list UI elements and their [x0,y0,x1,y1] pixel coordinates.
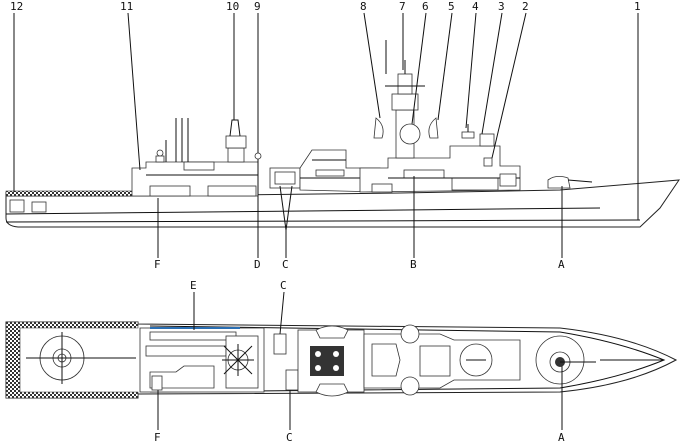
side-label-C: C [282,258,289,271]
side-label-6: 6 [422,0,429,13]
side-label-9: 9 [254,0,261,13]
side-elevation: 12 11 10 9 8 7 6 5 4 3 2 1 F D C B A [5,0,681,271]
midship-section [269,149,381,193]
bottom-leader-lines [157,176,563,258]
side-label-10: 10 [226,0,239,13]
forward-superstructure [359,40,521,193]
side-label-F: F [154,258,161,271]
side-label-7: 7 [399,0,406,13]
side-label-8: 8 [360,0,367,13]
forward-gun-plan [535,335,664,385]
plan-label-C-top: C [280,279,287,292]
aft-superstructure [131,110,262,197]
plan-label-E: E [190,279,197,292]
side-label-3: 3 [498,0,505,13]
forward-structure-plan [363,324,521,396]
side-label-A: A [558,258,565,271]
plan-label-C-bottom: C [286,431,293,444]
plan-leader-lines [157,291,563,430]
side-label-D: D [254,258,261,271]
aft-structure-plan [139,327,265,393]
midship-plan [273,325,365,397]
side-label-2: 2 [522,0,529,13]
plan-view: E C F C A [5,279,678,444]
side-label-4: 4 [472,0,479,13]
top-leader-lines [13,12,639,220]
hull-side [5,179,681,228]
side-label-12: 12 [10,0,23,13]
plan-label-F: F [154,431,161,444]
side-label-11: 11 [120,0,133,13]
side-label-1: 1 [634,0,641,13]
stern-deck [5,190,139,197]
helipad [26,332,136,384]
forward-gun-side [547,176,593,189]
side-label-B: B [410,258,417,271]
side-label-5: 5 [448,0,455,13]
plan-label-A: A [558,431,565,444]
